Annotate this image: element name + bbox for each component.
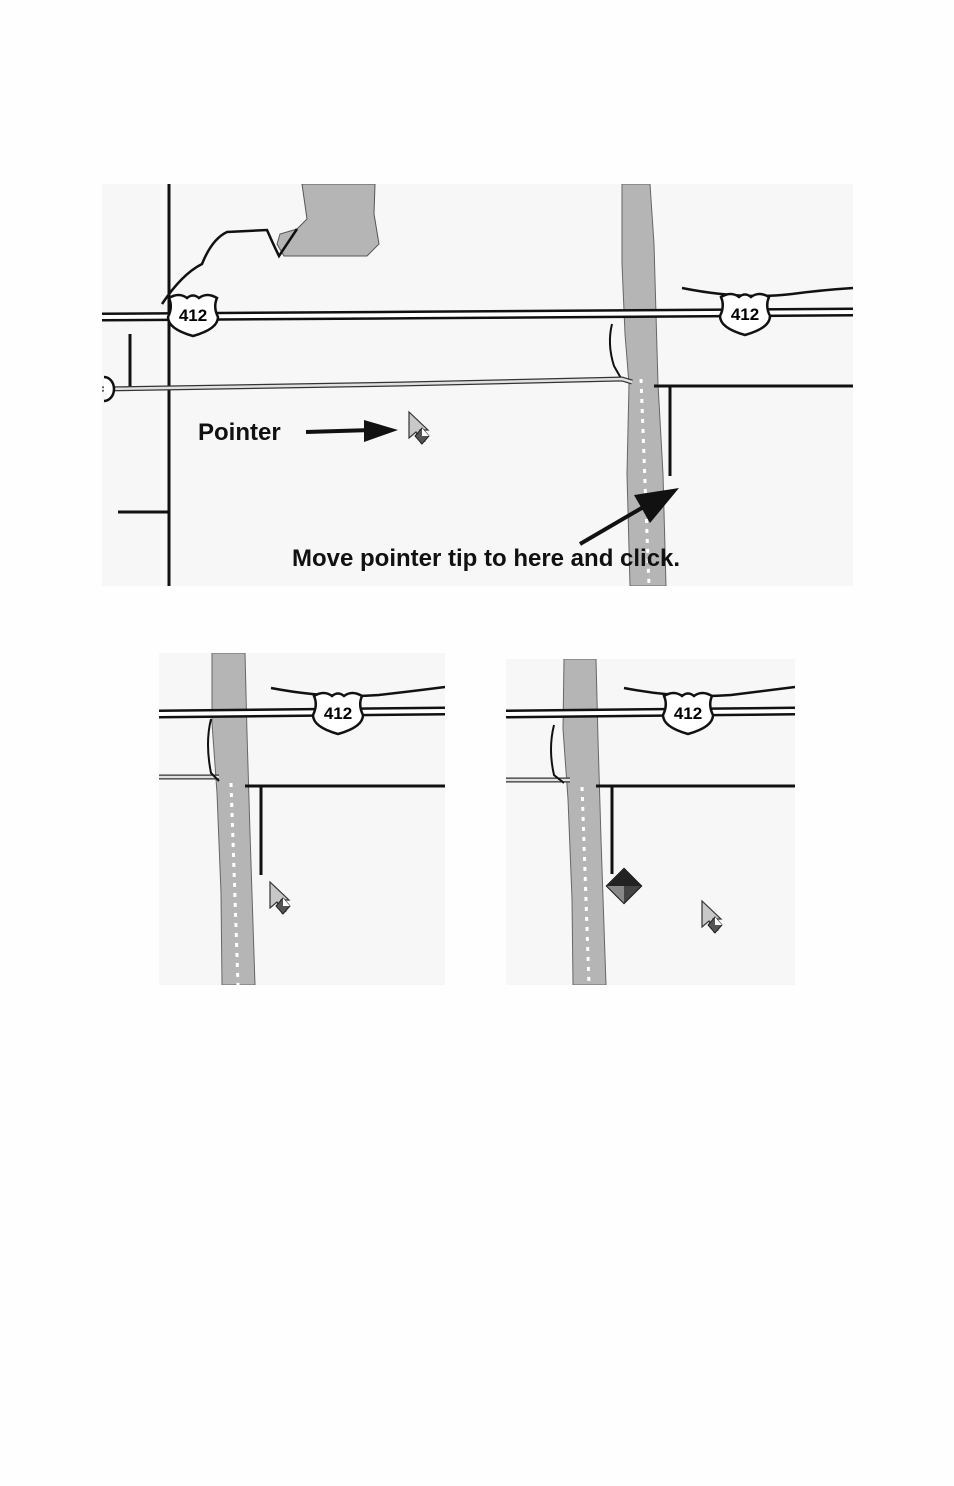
detail-before-canvas[interactable]: 412 bbox=[159, 653, 445, 985]
highway-shield-label: 412 bbox=[674, 704, 702, 723]
main-map-panel[interactable]: 412 412 Pointer Move pointer tip to here… bbox=[102, 184, 853, 586]
highway-shield-label: 412 bbox=[731, 305, 759, 324]
detail-before-panel[interactable]: 412 bbox=[159, 653, 445, 985]
detail-after-panel[interactable]: 412 bbox=[506, 659, 795, 985]
map-background bbox=[159, 653, 445, 985]
us-highway-shield-icon: 412 bbox=[313, 693, 363, 734]
us-highway-shield-icon: 412 bbox=[720, 294, 770, 335]
us-highway-shield-icon: 412 bbox=[663, 693, 713, 734]
us-highway-shield-icon: 412 bbox=[168, 295, 218, 336]
map-edge-shield bbox=[104, 377, 114, 401]
highway-shield-label: 412 bbox=[324, 704, 352, 723]
highway-shield-label: 412 bbox=[179, 306, 207, 325]
pointer-callout: Pointer bbox=[198, 419, 281, 446]
detail-after-canvas[interactable]: 412 bbox=[506, 659, 795, 985]
click-callout: Move pointer tip to here and click. bbox=[292, 545, 680, 572]
main-map-canvas[interactable]: 412 412 Pointer Move pointer tip to here… bbox=[102, 184, 853, 586]
